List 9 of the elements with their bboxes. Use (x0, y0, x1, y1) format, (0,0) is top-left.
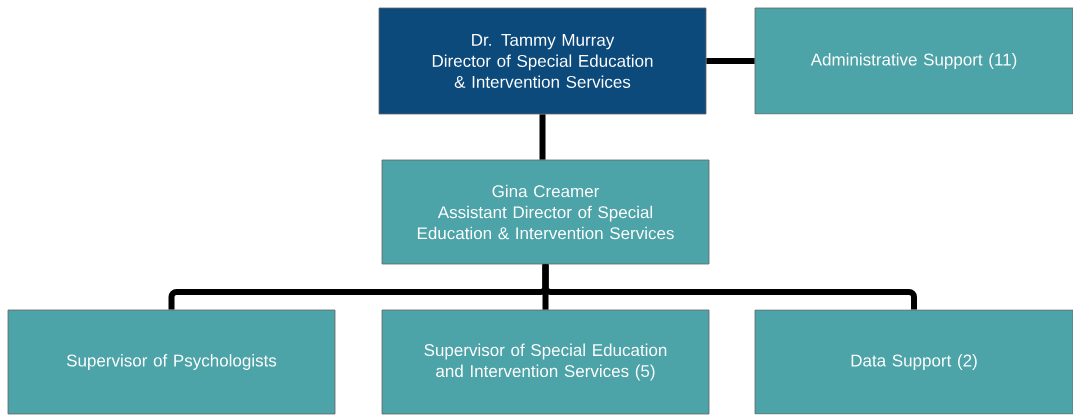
org-box: Administrative Support (11) (754, 7, 1073, 115)
org-box: Gina Creamer Assistant Director of Special Education & Intervention Services (381, 159, 710, 265)
connector-line (539, 114, 546, 160)
org-box: Supervisor of Special Education and Intervention Services (5) (381, 309, 710, 415)
connector-line (706, 58, 755, 64)
org-box: Dr. Tammy Murray Director of Special Education & Intervention Services (378, 7, 707, 115)
connector-line (542, 264, 917, 310)
org-box: Data Support (2) (754, 309, 1073, 415)
org-box: Supervisor of Psychologists (7, 309, 336, 415)
